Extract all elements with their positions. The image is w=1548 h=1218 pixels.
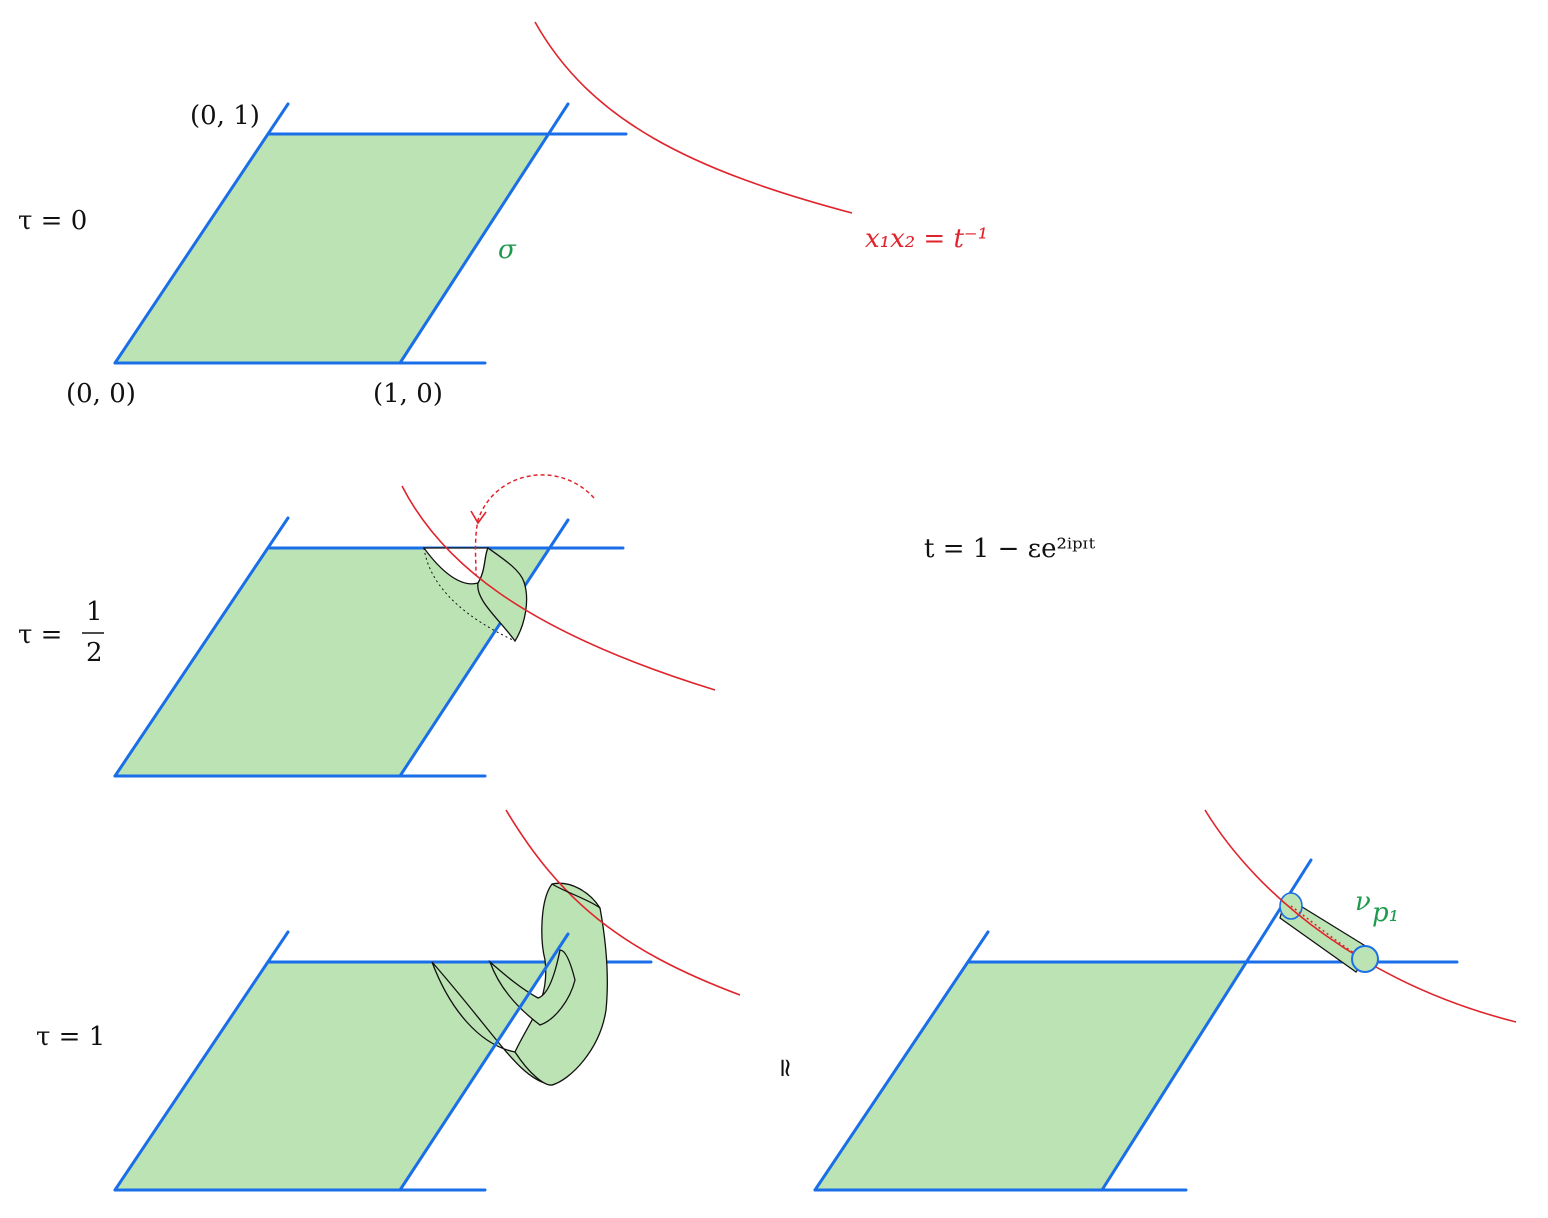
right-edge — [398, 518, 570, 778]
right-edge — [398, 932, 570, 1192]
sigma-label: σ — [498, 235, 517, 265]
panel-tau-1: τ = 1 — [36, 809, 741, 1192]
arrow-head-icon — [470, 510, 487, 525]
right-edge — [398, 102, 570, 365]
panel-equivalent: ν p₁ — [813, 809, 1517, 1192]
left-edge — [113, 930, 290, 1192]
tau-0-label: τ = 0 — [18, 206, 87, 236]
hyperbola-curve — [505, 809, 741, 996]
loop-formula: t = 1 − εe²ⁱᵖᶦᵗ — [924, 534, 1096, 564]
nu-label: ν — [1355, 887, 1371, 917]
tau-1-label: τ = 1 — [36, 1022, 105, 1052]
sheet-middle — [115, 548, 548, 776]
sheet-sigma — [115, 134, 548, 363]
left-edge — [813, 930, 990, 1192]
tube-rim — [551, 883, 601, 909]
sheet-bottom-left — [115, 962, 548, 1190]
hyperbola-curve — [401, 485, 716, 691]
sheet-bottom-right — [815, 962, 1248, 1190]
twisted-tube-inner — [488, 949, 576, 1026]
hyperbola-curve — [1204, 809, 1517, 1023]
equivalence-symbol: ≃ — [770, 1057, 800, 1079]
monodromy-arrow — [474, 474, 595, 576]
tube-near-cap — [1351, 945, 1379, 973]
curve-equation-label: x₁x₂ = t⁻¹ — [865, 224, 988, 254]
panel-tau-0: τ = 0 (0, 1) (0, 0) (1, 0) σ x₁x₂ = t⁻¹ — [18, 21, 988, 409]
nu-subscript: p₁ — [1372, 898, 1399, 928]
tau-half-numerator: 1 — [86, 597, 103, 627]
left-edge — [113, 516, 290, 778]
tau-half-denominator: 2 — [86, 638, 103, 668]
tau-half-prefix: τ = — [18, 620, 62, 650]
corner-00-label: (0, 0) — [66, 379, 136, 409]
corner-10-label: (1, 0) — [373, 379, 443, 409]
left-edge — [113, 102, 290, 365]
hyperbola-curve — [534, 21, 853, 214]
panel-tau-half: τ = 1 2 t = 1 − εe²ⁱᵖᶦᵗ — [18, 474, 1096, 778]
corner-01-label: (0, 1) — [190, 101, 260, 131]
right-edge — [1100, 858, 1313, 1192]
